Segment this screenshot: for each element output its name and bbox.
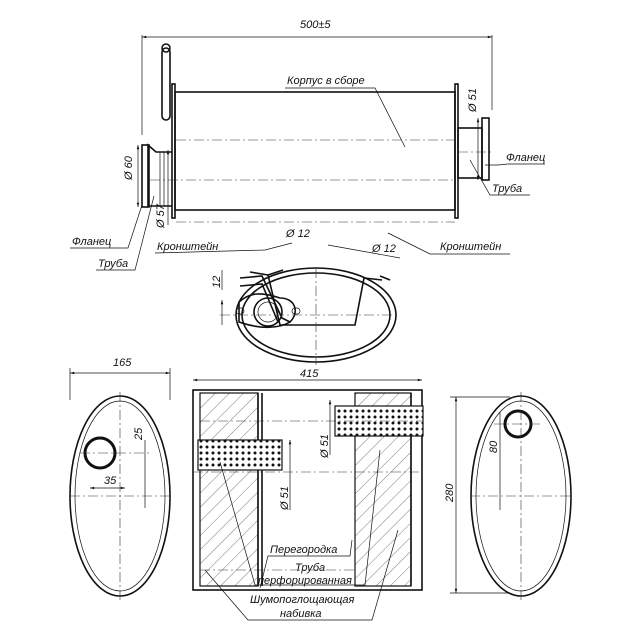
section-view: 415 Ø 51 Ø 51 Перегородка Труба перфорир… [192, 368, 424, 621]
right-pipe-label: Труба [492, 183, 522, 195]
dim-280: 280 [444, 483, 456, 503]
dim-dia-51-lower: Ø 51 [279, 486, 291, 511]
dim-dia-51-top: Ø 51 [467, 88, 479, 113]
left-pipe [147, 143, 172, 207]
packing-left [199, 392, 259, 587]
bracket [161, 47, 171, 121]
body-label: Корпус в сборе [287, 75, 365, 87]
packing-label-2: набивка [280, 608, 322, 620]
packing-label-1: Шумопоглощающая [250, 594, 355, 606]
dim-dia-57: Ø 57 [155, 203, 167, 229]
dim-dia-12-right: Ø 12 [371, 243, 396, 255]
dim-35: 35 [104, 475, 117, 487]
dim-dia-12-left: Ø 12 [285, 228, 310, 240]
left-pipe-label: Труба [98, 258, 128, 270]
dim-165: 165 [113, 357, 132, 369]
dim-25: 25 [133, 427, 145, 441]
perforated-pipe-label-2: перфорированная [258, 575, 352, 587]
bracket-left-label: Кронштейн [157, 241, 218, 253]
top-view: 500±5 Ø 60 Ø 57 Фланец Труба Ø 51 Фланец… [70, 19, 545, 271]
left-flange [141, 144, 150, 208]
dim-dia-51-upper: Ø 51 [319, 434, 331, 459]
muffler-body [174, 91, 456, 211]
dim-overall-length: 500±5 [300, 19, 331, 31]
left-view: 165 25 35 [69, 357, 171, 600]
dim-12-vertical: 12 [211, 276, 223, 288]
dim-415: 415 [300, 368, 319, 380]
right-flange-label: Фланец [506, 152, 545, 164]
right-pipe [457, 127, 483, 179]
left-bracket-outline [239, 275, 291, 323]
bracket-rod [267, 269, 383, 326]
partition-label: Перегородка [270, 544, 337, 556]
right-flange [481, 117, 490, 181]
outlet-pipe [253, 297, 283, 327]
left-flange-label: Фланец [72, 236, 111, 248]
perforated-pipe-label-1: Труба [295, 562, 325, 574]
perforated-pipe-left [197, 439, 283, 471]
right-view: 280 80 [444, 392, 572, 600]
dim-dia-60: Ø 60 [123, 155, 135, 181]
bracket-right-label: Кронштейн [440, 241, 501, 253]
dim-80: 80 [488, 440, 500, 453]
end-view: 12 Кронштейн Ø 12 Ø 12 Кронштейн [154, 228, 510, 365]
